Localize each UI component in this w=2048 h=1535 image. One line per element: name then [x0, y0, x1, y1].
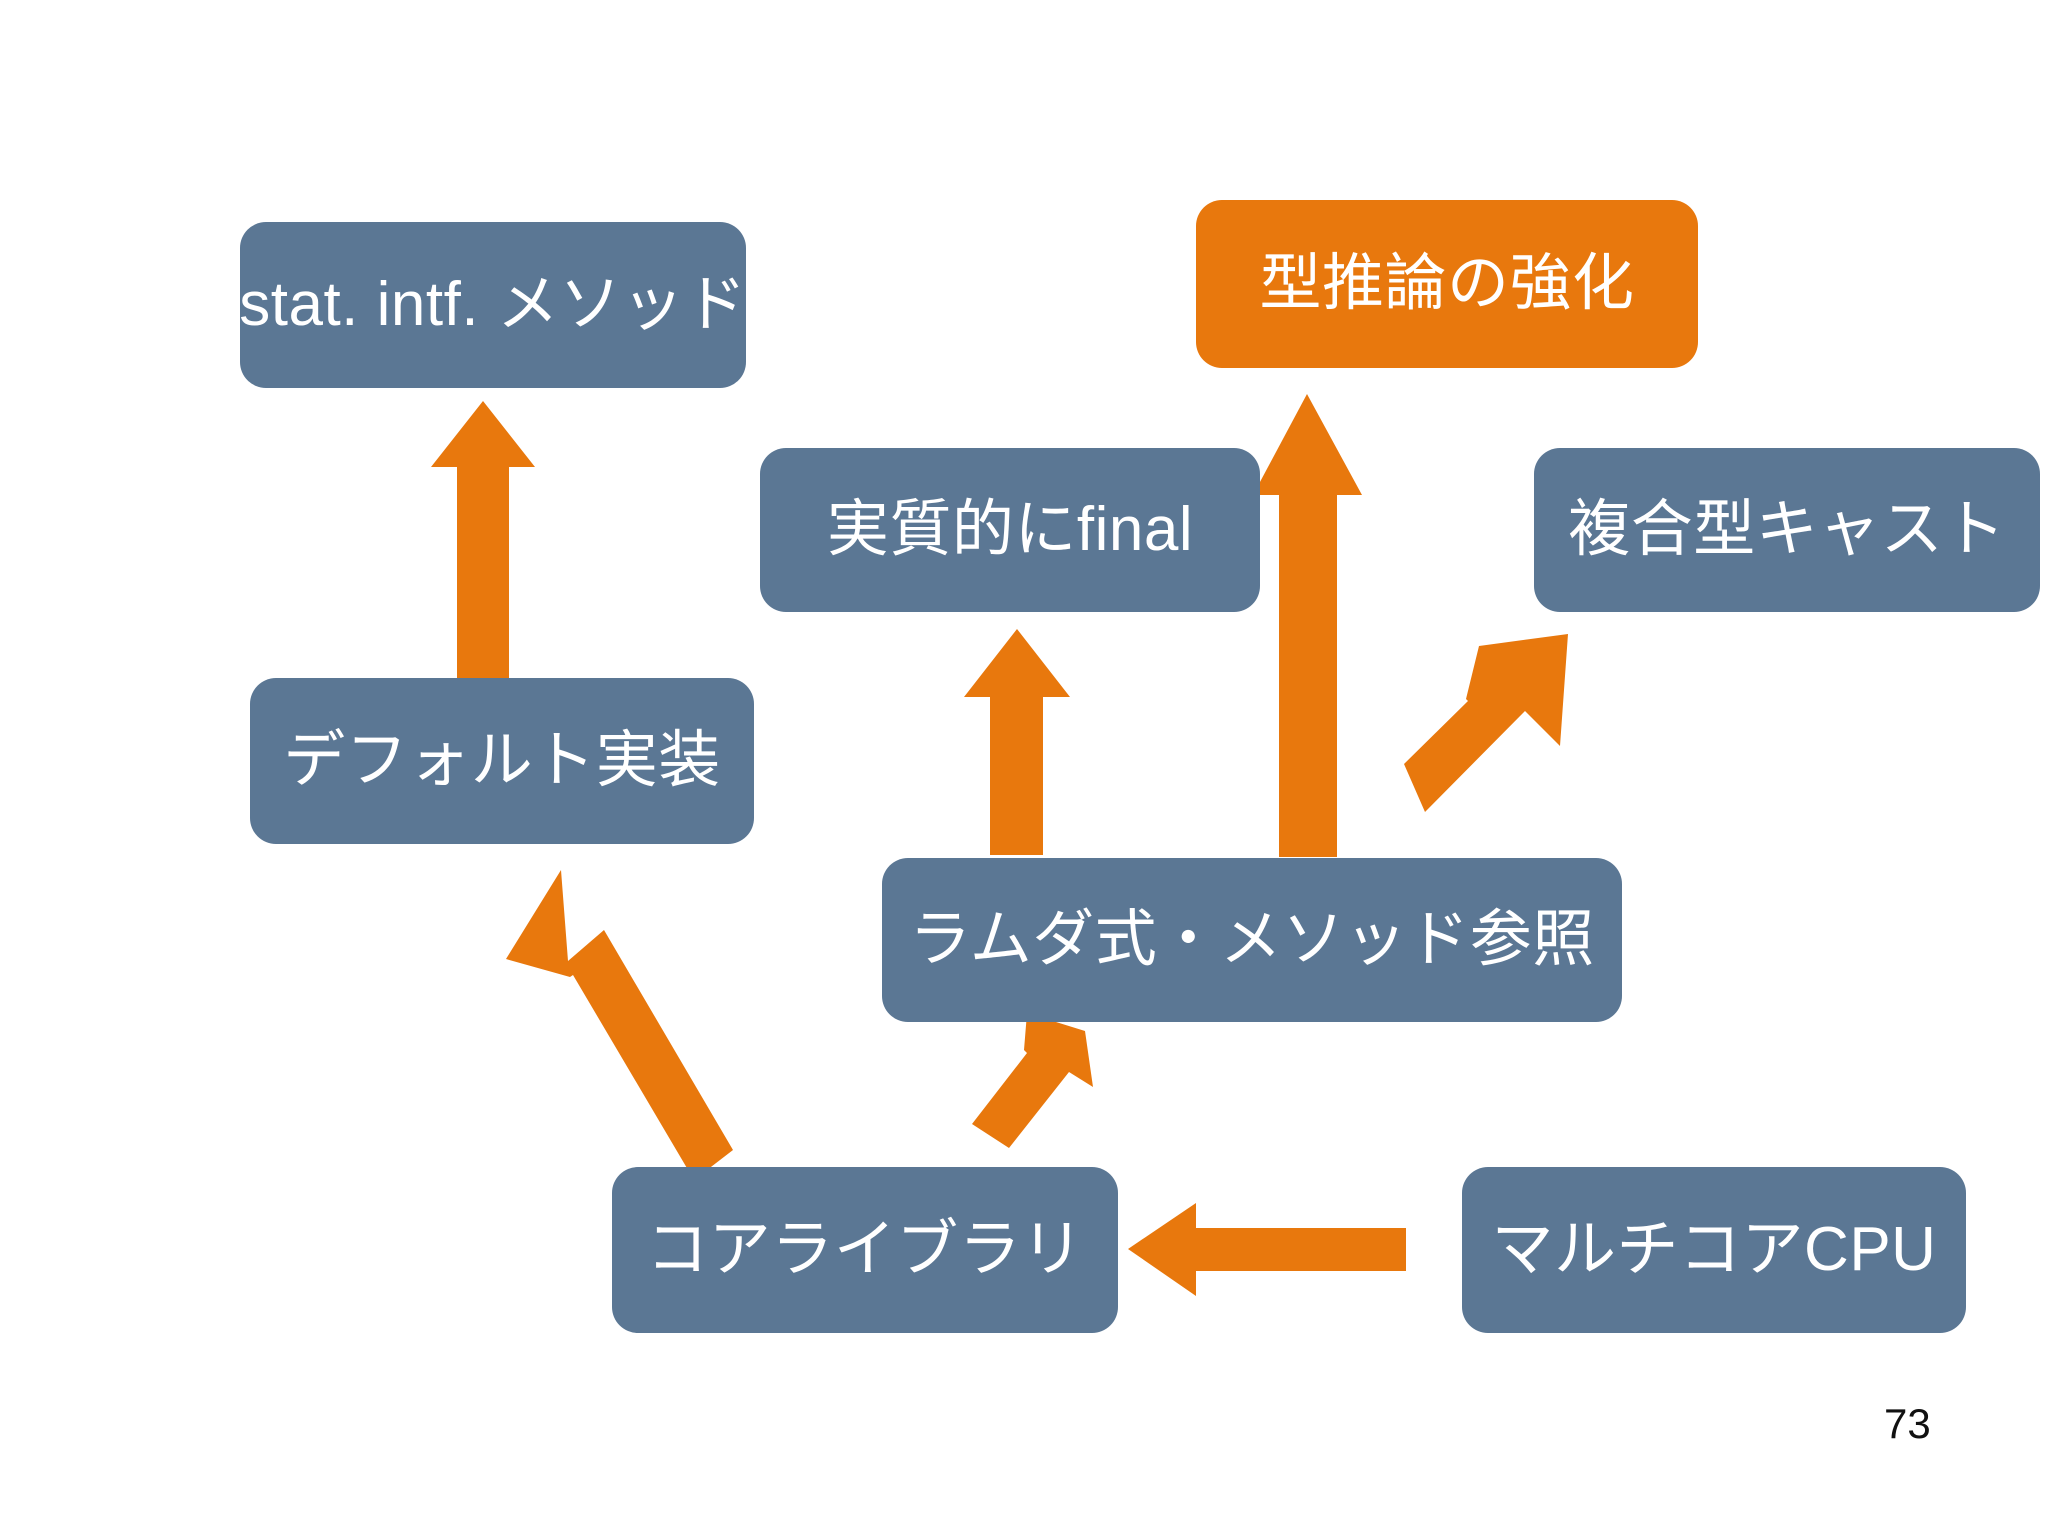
node-label: 複合型キャスト: [1568, 494, 2006, 564]
node-label: ラムダ式・メソッド参照: [909, 904, 1595, 974]
node-effectively-final[interactable]: 実質的にfinal: [760, 448, 1260, 612]
arrow-default-impl-to-static-intf-method: [431, 401, 535, 679]
node-label: マルチコアCPU: [1491, 1214, 1937, 1284]
node-type-inference[interactable]: 型推論の強化: [1196, 200, 1698, 368]
node-static-interface-method[interactable]: stat. intf. メソッド: [239, 222, 747, 388]
node-label: コアライブラリ: [646, 1214, 1084, 1284]
arrow-core-library-to-default-impl: [506, 870, 733, 1180]
node-default-implementation[interactable]: デフォルト実装: [250, 678, 754, 844]
arrow-core-library-to-lambda: [972, 1013, 1093, 1148]
node-label: 実質的にfinal: [826, 494, 1194, 564]
node-lambda-method-ref[interactable]: ラムダ式・メソッド参照: [882, 858, 1622, 1022]
arrow-multicore-cpu-to-core-library: [1128, 1203, 1406, 1296]
arrow-lambda-to-type-inference: [1253, 394, 1362, 857]
node-intersection-cast[interactable]: 複合型キャスト: [1534, 448, 2040, 612]
node-label: 型推論の強化: [1259, 248, 1635, 318]
node-multicore-cpu[interactable]: マルチコアCPU: [1462, 1167, 1966, 1333]
page-number: 73: [1884, 1400, 1931, 1447]
arrow-lambda-to-intersection-cast: [1404, 634, 1568, 812]
arrow-lambda-to-effectively-final: [964, 629, 1070, 855]
node-core-library[interactable]: コアライブラリ: [612, 1167, 1118, 1333]
node-label: デフォルト実装: [283, 725, 721, 795]
node-label: stat. intf. メソッド: [239, 269, 747, 339]
